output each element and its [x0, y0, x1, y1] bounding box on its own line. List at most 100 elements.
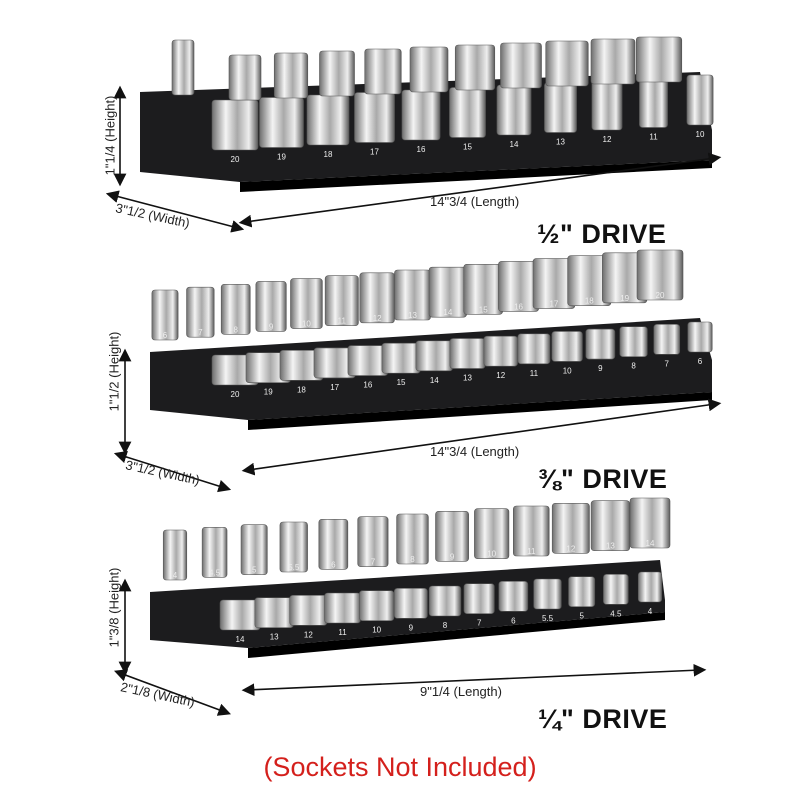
socket [603, 574, 629, 605]
socket [409, 46, 449, 93]
socket [401, 89, 441, 141]
socket-size-label: 7 [665, 359, 670, 368]
height-dimension-3: 1"3/8 (Height) [106, 567, 122, 648]
socket [381, 342, 421, 374]
socket-size-label: 10 [302, 320, 311, 329]
socket-size-label: 5.5 [288, 563, 300, 572]
socket-size-label: 11 [530, 369, 539, 378]
socket [454, 44, 496, 91]
socket-size-label: 7 [477, 619, 482, 628]
socket [364, 48, 402, 95]
socket [201, 527, 228, 578]
socket [513, 505, 550, 557]
socket-size-label: 13 [270, 633, 279, 642]
socket-size-label: 4.5 [610, 609, 622, 618]
socket-size-label: 6 [163, 331, 168, 340]
socket-size-label: 17 [549, 300, 558, 309]
socket [289, 595, 328, 626]
length-dimension-1: 14"3/4 (Length) [430, 194, 520, 209]
socket-size-label: 13 [556, 138, 565, 147]
socket [619, 326, 648, 358]
socket-size-label: 18 [585, 297, 594, 306]
socket-size-label: 16 [417, 145, 426, 154]
socket [359, 590, 395, 621]
socket [186, 286, 215, 338]
width-arrow-1 [105, 190, 245, 233]
socket-size-label: 11 [527, 547, 536, 556]
socket [629, 497, 671, 549]
socket [591, 79, 623, 131]
socket-size-label: 10 [487, 550, 496, 559]
socket [259, 97, 304, 148]
socket [639, 77, 668, 128]
socket [551, 503, 590, 554]
socket-size-label: 11 [649, 133, 658, 142]
socket-size-label: 12 [603, 135, 612, 144]
socket [279, 521, 308, 573]
socket-size-label: 7 [198, 328, 203, 337]
socket-size-label: 15 [463, 143, 472, 152]
socket [415, 340, 453, 372]
socket-size-label: 8 [233, 325, 238, 334]
socket [211, 99, 259, 151]
socket [474, 508, 510, 559]
socket [687, 321, 713, 353]
socket-size-label: 13 [463, 374, 472, 383]
socket-size-label: 10 [696, 130, 705, 139]
socket [306, 94, 350, 146]
socket-size-label: 11 [338, 628, 347, 637]
socket [585, 328, 616, 360]
socket [463, 583, 495, 614]
socket [273, 52, 309, 99]
socket-size-label: 4 [173, 571, 178, 580]
socket-size-label: 8 [443, 621, 448, 630]
socket-size-label: 18 [324, 150, 333, 159]
length-dimension-3: 9"1/4 (Length) [420, 684, 502, 699]
tray-base-3 [248, 612, 665, 658]
socket-size-label: 6 [331, 560, 336, 569]
socket [254, 597, 294, 628]
socket-size-label: 14 [443, 308, 452, 317]
socket [500, 42, 542, 89]
socket-size-label: 20 [231, 390, 240, 399]
socket-size-label: 12 [566, 544, 575, 553]
drive-label-1: ½" DRIVE [537, 219, 667, 249]
socket-size-label: 15 [397, 378, 406, 387]
socket-size-label: 12 [496, 371, 505, 380]
socket [324, 275, 359, 327]
socket-size-label: 14 [430, 376, 439, 385]
socket [517, 333, 551, 365]
socket-size-label: 9 [269, 322, 274, 331]
socket [636, 249, 684, 301]
socket [220, 283, 251, 335]
socket [635, 36, 683, 83]
socket [568, 576, 596, 607]
socket-size-label: 20 [231, 155, 240, 164]
socket [228, 54, 262, 101]
width-arrow-3 [114, 669, 231, 716]
socket [551, 331, 583, 362]
socket-size-label: 11 [338, 317, 347, 326]
socket [483, 335, 518, 367]
socket-size-label: 4 [648, 607, 653, 616]
height-dimension-1: 1"1/4 (Height) [102, 95, 118, 176]
socket [240, 524, 268, 575]
socket-size-label: 9 [450, 552, 455, 561]
socket [653, 324, 681, 355]
socket [637, 571, 663, 603]
socket [318, 519, 349, 570]
socket-size-label: 6 [698, 357, 703, 366]
length-arrow-1 [238, 152, 722, 228]
socket [686, 74, 714, 126]
drive-label-2: ⅜" DRIVE [538, 464, 668, 494]
socket-size-label: 4.5 [209, 568, 221, 577]
socket [428, 585, 462, 617]
socket-size-label: 5 [579, 612, 584, 621]
socket-size-label: 10 [372, 626, 381, 635]
socket-size-label: 14 [646, 539, 655, 548]
sockets-not-included-note: (Sockets Not Included) [263, 752, 537, 782]
socket-size-label: 17 [370, 148, 379, 157]
socket-size-label: 14 [510, 140, 519, 149]
socket-size-label: 16 [363, 381, 372, 390]
socket [319, 50, 355, 97]
